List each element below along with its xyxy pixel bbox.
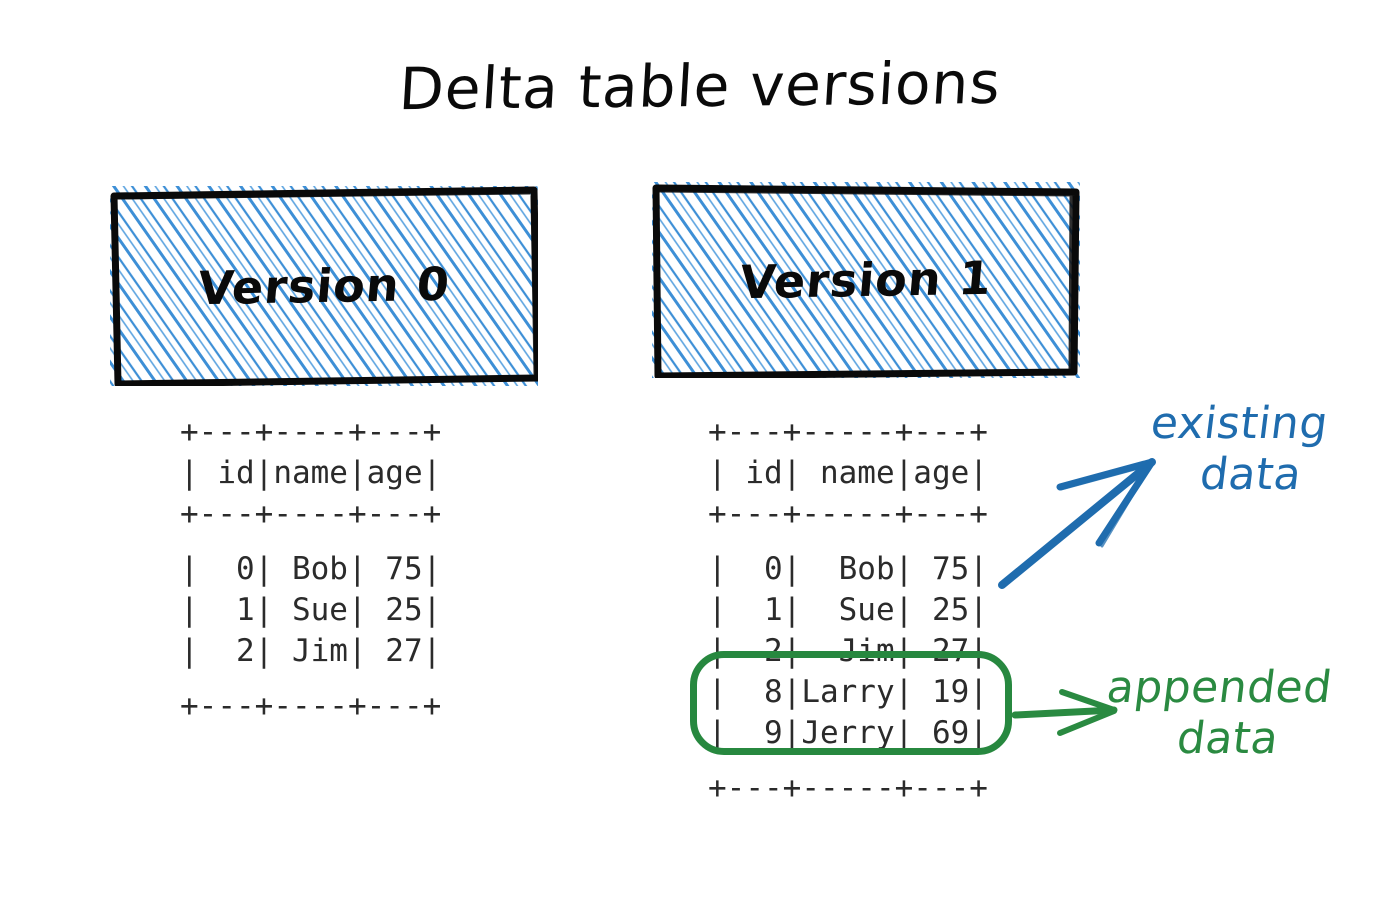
existing-data-arrow — [998, 458, 1156, 589]
table-row: | 1| Sue| 25| — [180, 592, 442, 628]
table-header-row: | id| name|age| — [708, 455, 988, 491]
table-row: | 0| Bob| 75| — [180, 551, 442, 587]
table-header-row: | id|name|age| — [180, 455, 442, 491]
row-spacer — [180, 535, 441, 549]
existing-data-annotation: existing data — [1142, 398, 1375, 500]
appended-data-line-1: appended — [1104, 662, 1335, 713]
table-row: | 2| Jim| 27| — [180, 633, 442, 669]
box-frame — [110, 186, 538, 386]
hatch-fill — [110, 186, 538, 386]
table-row: | 8|Larry| 19| — [708, 674, 988, 710]
version-1-table: +---+-----+---+ | id| name|age| +---+-----… — [708, 412, 988, 809]
table-row: | 0| Bob| 75| — [708, 551, 988, 587]
appended-rows-highlight — [690, 651, 1012, 755]
version-0-table: +---+----+---+ | id|name|age| +---+----+--… — [180, 412, 441, 727]
existing-data-line-1: existing — [1148, 398, 1332, 449]
box-frame — [652, 182, 1080, 378]
table-row: | 1| Sue| 25| — [708, 592, 988, 628]
table-rule-mid: +---+----+---+ — [180, 496, 442, 532]
table-rule-bottom: +---+----+---+ — [180, 688, 442, 724]
appended-data-annotation: appended data — [1098, 662, 1381, 764]
existing-data-line-2: data — [1197, 449, 1305, 500]
table-rule-mid: +---+-----+---+ — [708, 496, 988, 532]
row-spacer — [180, 672, 441, 686]
hatch-fill — [652, 182, 1080, 378]
table-rule-bottom: +---+-----+---+ — [708, 770, 988, 806]
row-spacer — [708, 535, 988, 549]
row-spacer — [708, 754, 988, 768]
version-1-box: Version 1 — [652, 182, 1080, 378]
page-title: Delta table versions — [397, 48, 1003, 124]
version-0-box: Version 0 — [110, 186, 538, 386]
appended-data-arrow — [1011, 689, 1118, 736]
table-rule-top: +---+-----+---+ — [708, 414, 988, 450]
appended-data-line-2: data — [1174, 713, 1282, 764]
table-rule-top: +---+----+---+ — [180, 414, 442, 450]
